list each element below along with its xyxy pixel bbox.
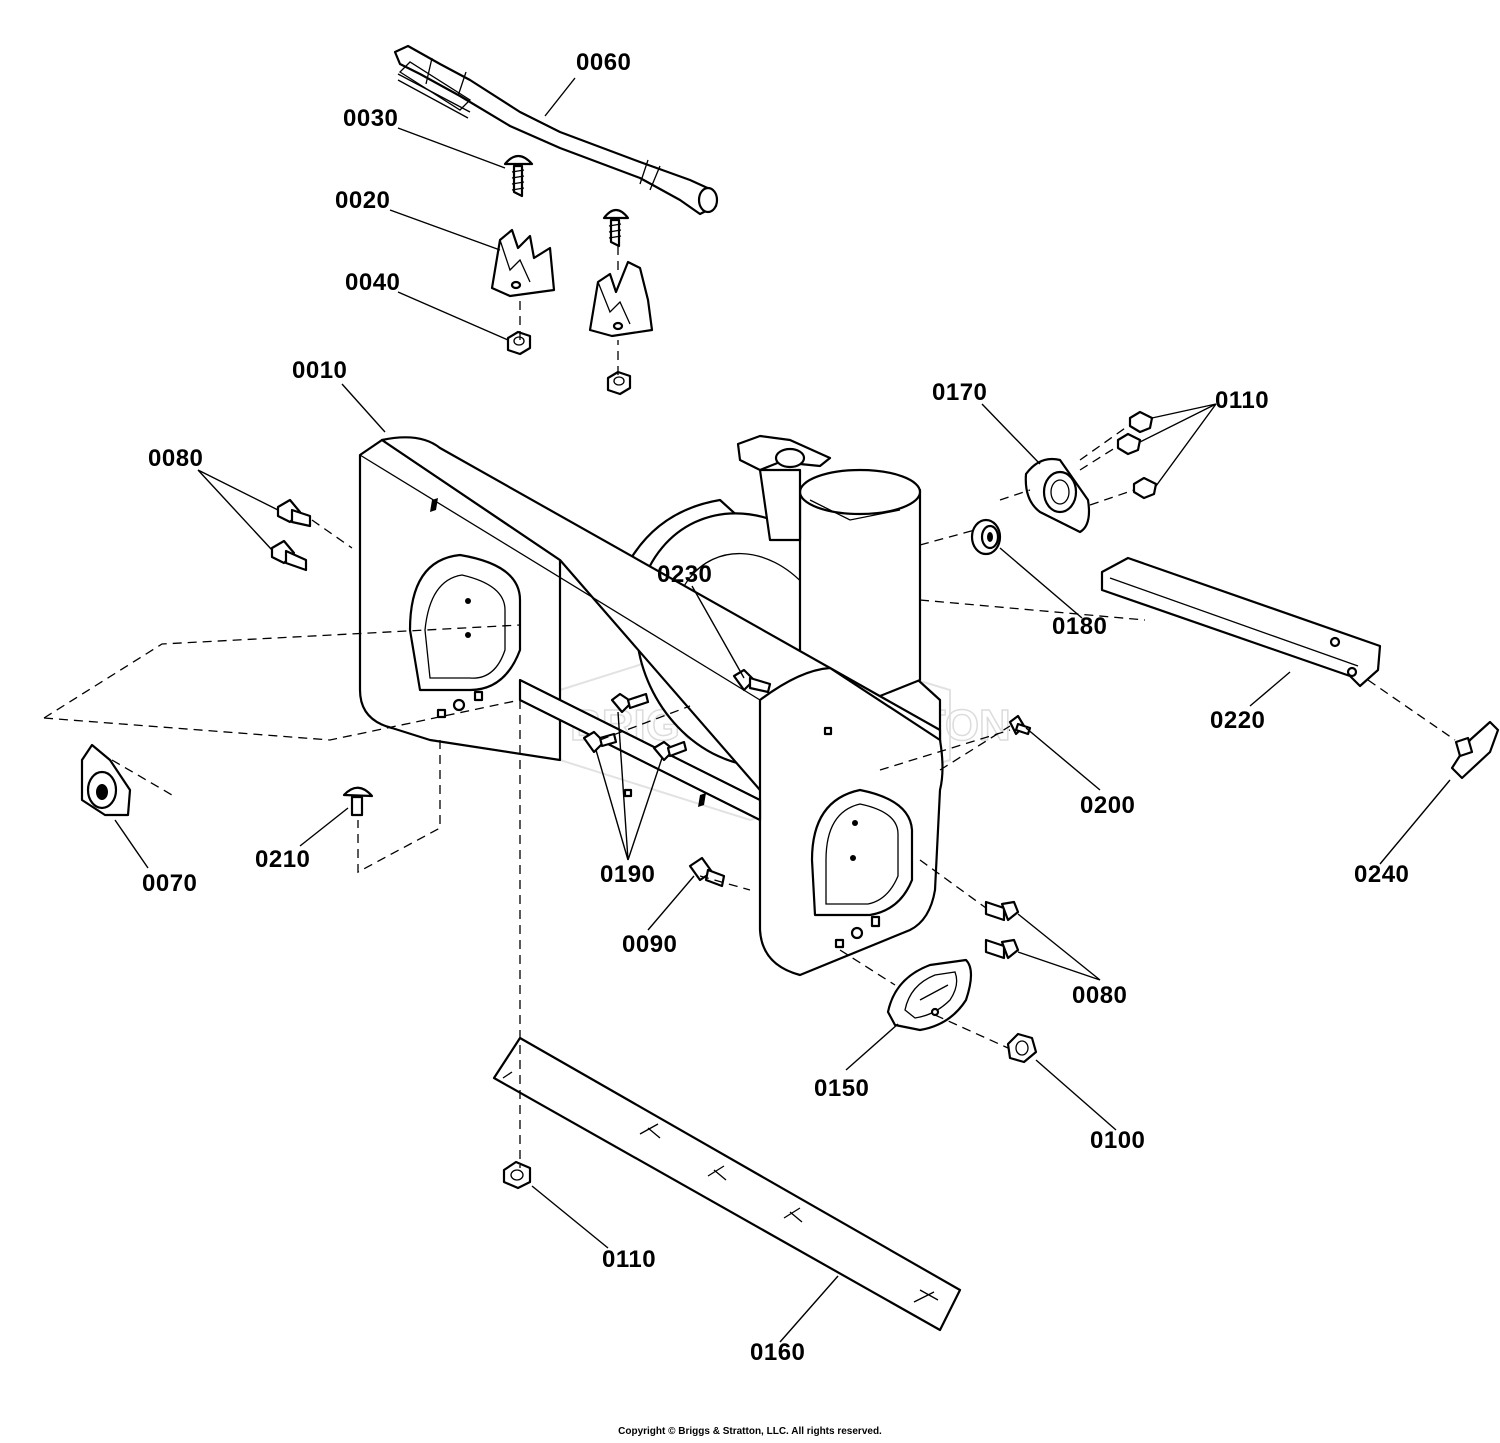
callout-0170: 0170: [932, 379, 987, 406]
nut-0110-upper-part: [1116, 410, 1158, 500]
bearing-housing-0070-part: [80, 743, 132, 817]
chute-bracket-part: [490, 228, 556, 298]
callout-0060: 0060: [576, 49, 631, 76]
screw-pair-part: [602, 208, 630, 248]
callout-0240: 0240: [1354, 861, 1409, 888]
bolt-0080-upper-part: [270, 498, 312, 572]
bolt-0230-part: [732, 668, 772, 694]
screw-0030-part: [503, 154, 534, 198]
callout-0030: 0030: [343, 105, 398, 132]
callout-0080-upper: 0080: [148, 445, 203, 472]
callout-0090: 0090: [622, 931, 677, 958]
assembly-lines: [43, 246, 1456, 1168]
copyright-notice: Copyright © Briggs & Stratton, LLC. All …: [618, 1426, 882, 1437]
callout-0040: 0040: [345, 269, 400, 296]
callout-0200: 0200: [1080, 792, 1135, 819]
callout-0190: 0190: [600, 861, 655, 888]
auger-housing-part: [358, 434, 944, 977]
ball-bearing-0180-part: [970, 518, 1002, 556]
callout-0110-lower: 0110: [602, 1246, 656, 1273]
bolt-0190-part: [582, 692, 688, 762]
rail-0220-part: [1100, 556, 1382, 688]
callout-0150: 0150: [814, 1075, 869, 1102]
nut-0100-part: [1006, 1032, 1038, 1064]
callout-0210: 0210: [255, 846, 310, 873]
flange-bearing-0170-part: [1024, 457, 1091, 534]
nut-lower-part: [606, 370, 632, 396]
callout-0080-lower: 0080: [1072, 982, 1127, 1009]
callout-0160: 0160: [750, 1339, 805, 1366]
nut-0040-part: [506, 330, 532, 356]
callout-0100: 0100: [1090, 1127, 1145, 1154]
callout-0110-upper: 0110: [1215, 387, 1269, 414]
callout-0070: 0070: [142, 870, 197, 897]
scraper-bar-0160-part: [492, 1036, 962, 1332]
cover-plate-0150-part: [886, 958, 973, 1032]
chute-crank-part: [393, 44, 719, 216]
callout-0010: 0010: [292, 357, 347, 384]
nut-0110-lower-part: [502, 1160, 532, 1190]
leader-lines: [114, 77, 1451, 1343]
chute-bracket-2-part: [588, 260, 654, 338]
carriage-bolt-0210-part: [342, 786, 374, 817]
callout-labels: 0060 0030 0020 0040 0010 0080 0070 0210 …: [142, 49, 1409, 1366]
callout-0020: 0020: [335, 187, 390, 214]
bolt-0080-lower-part: [984, 900, 1020, 960]
knob-0240-part: [1450, 720, 1500, 780]
callout-0230: 0230: [657, 561, 712, 588]
callout-0180: 0180: [1052, 613, 1107, 640]
screw-0200-part: [1008, 714, 1032, 736]
callout-0220: 0220: [1210, 707, 1265, 734]
